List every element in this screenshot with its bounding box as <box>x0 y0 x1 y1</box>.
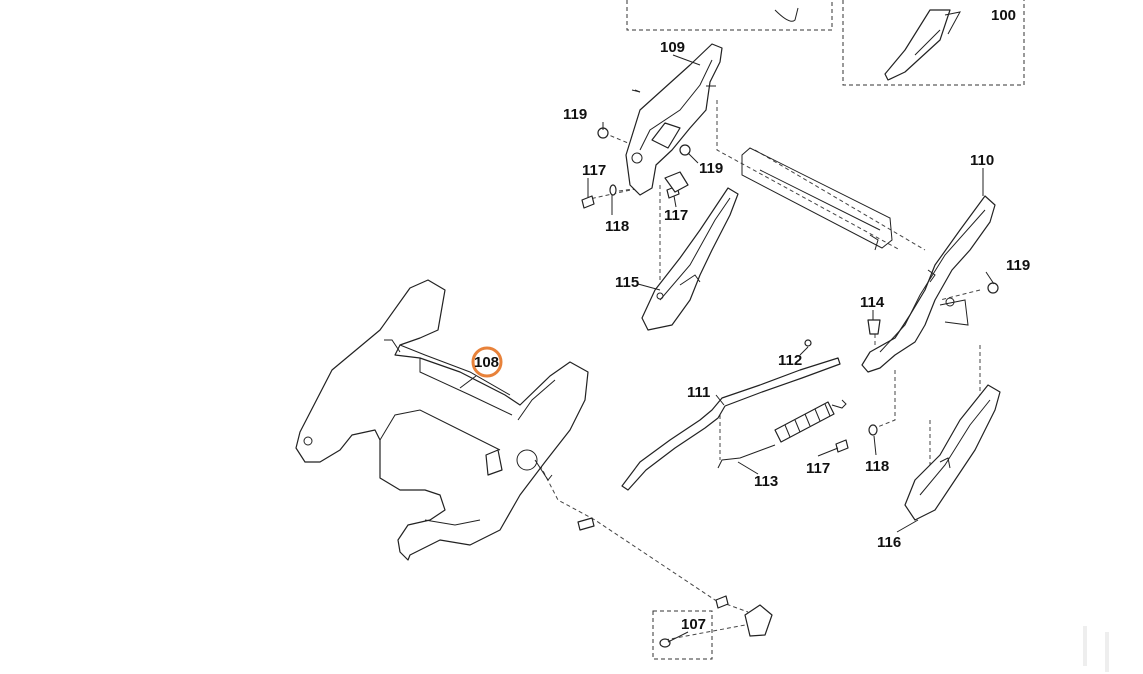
callout-108[interactable]: 108 <box>474 354 499 371</box>
washer-107 <box>659 638 671 648</box>
assembly-guide-lines <box>539 100 981 641</box>
callout-100[interactable]: 100 <box>991 7 1016 24</box>
callout-119-right[interactable]: 119 <box>1006 257 1030 274</box>
callout-112[interactable]: 112 <box>778 352 802 369</box>
part-100-fragment <box>884 9 961 81</box>
callout-117-middle[interactable]: 117 <box>664 207 688 224</box>
callout-119-left[interactable]: 119 <box>563 106 587 123</box>
part-109-left-bracket <box>625 43 723 196</box>
callout-118-right[interactable]: 118 <box>865 458 889 475</box>
callout-114[interactable]: 114 <box>860 294 885 311</box>
screw-114 <box>867 319 881 335</box>
ref-box-107 <box>652 610 713 660</box>
hardware-items <box>577 89 999 648</box>
callout-111[interactable]: 111 <box>687 384 710 401</box>
rod-end-right <box>715 595 729 609</box>
clip-under-119b <box>664 171 689 193</box>
part-113-spring <box>717 399 847 469</box>
highlight-ring-108[interactable] <box>471 346 503 378</box>
part-110-right-bracket <box>861 195 996 373</box>
pin-112 <box>804 339 812 347</box>
edge-artifact-2 <box>1105 632 1109 672</box>
callout-113[interactable]: 113 <box>754 473 778 490</box>
callout-109[interactable]: 109 <box>660 39 685 56</box>
nut-119b <box>679 144 691 156</box>
callout-117-left[interactable]: 117 <box>582 162 606 179</box>
callout-117-right[interactable]: 117 <box>806 460 830 477</box>
callout-119-middle[interactable]: 119 <box>699 160 723 177</box>
washer-118a <box>609 184 617 196</box>
callout-115[interactable]: 115 <box>615 274 639 291</box>
nut-119c <box>987 282 999 294</box>
part-116-right-rail <box>904 384 1001 521</box>
callout-107[interactable]: 107 <box>681 616 706 633</box>
callout-110[interactable]: 110 <box>970 152 994 169</box>
callout-118-left[interactable]: 118 <box>605 218 629 235</box>
part-111-rod <box>621 357 841 491</box>
leader-lines <box>459 54 995 643</box>
part-115-left-rail <box>641 187 739 331</box>
part-108-lower-handle <box>295 279 589 561</box>
washer-118b <box>868 424 878 436</box>
rod-end-left <box>577 517 595 531</box>
bolt-117c <box>835 439 849 453</box>
edge-artifact-1 <box>1083 626 1087 666</box>
part-107-knob <box>744 604 773 637</box>
handle-crossbar <box>741 147 893 251</box>
ref-box-100 <box>842 0 1025 86</box>
bolt-117a <box>581 195 595 209</box>
callout-116[interactable]: 116 <box>877 534 901 551</box>
ref-box-top <box>626 0 833 31</box>
part-top-fragment <box>774 7 799 22</box>
